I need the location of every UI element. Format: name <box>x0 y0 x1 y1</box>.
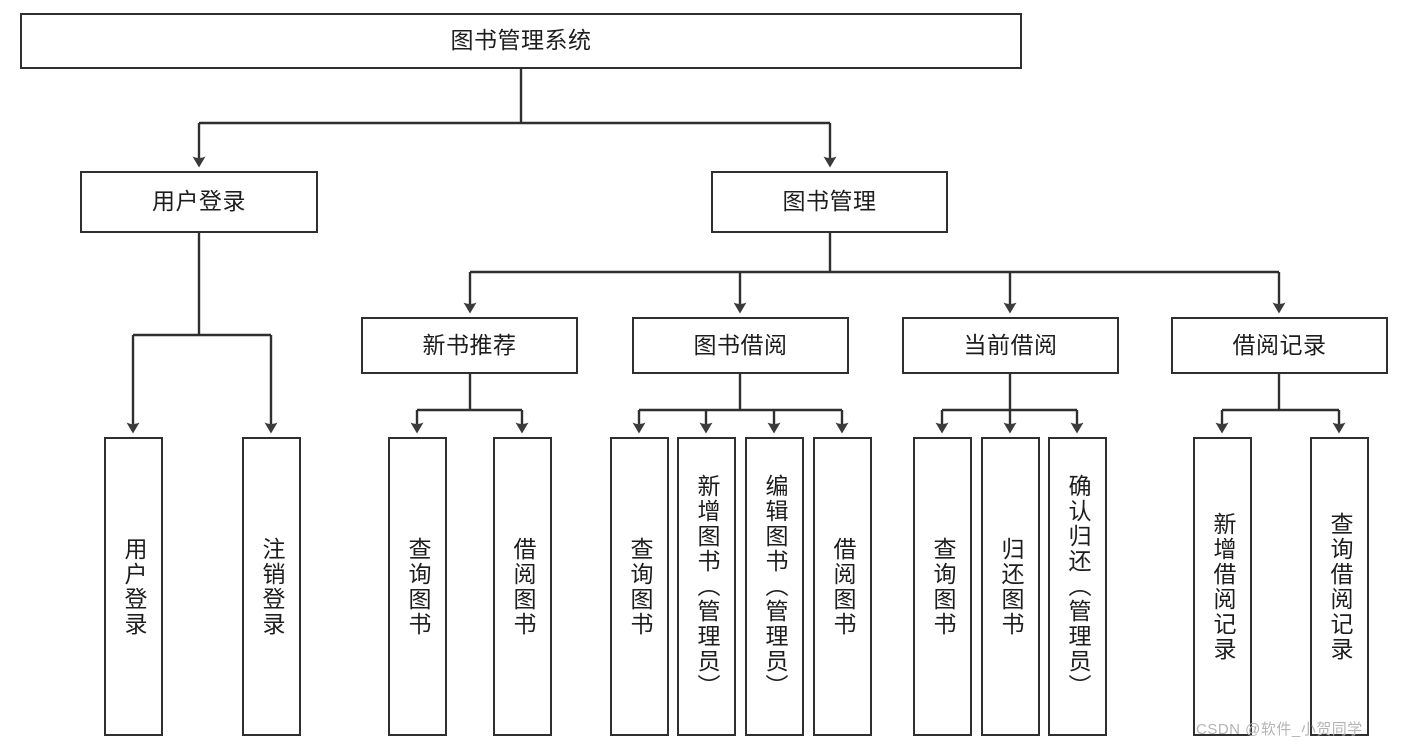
leaf-query-book-borrow[interactable]: 查询图书 <box>610 437 669 736</box>
node-current-borrow[interactable]: 当前借阅 <box>902 317 1119 374</box>
node-label: 新增图书（管理员） <box>694 474 720 699</box>
leaf-add-borrow-record[interactable]: 新增借阅记录 <box>1193 437 1252 736</box>
node-root-book-management-system[interactable]: 图书管理系统 <box>20 13 1022 69</box>
node-user-login[interactable]: 用户登录 <box>80 171 318 233</box>
node-label: 新增借阅记录 <box>1210 511 1236 662</box>
node-label: 查询图书 <box>930 536 956 637</box>
leaf-add-book-admin[interactable]: 新增图书（管理员） <box>677 437 736 736</box>
node-label: 图书借阅 <box>693 331 788 358</box>
node-label: 归还图书 <box>998 536 1024 637</box>
leaf-confirm-return-admin[interactable]: 确认归还（管理员） <box>1048 437 1107 736</box>
leaf-edit-book-admin[interactable]: 编辑图书（管理员） <box>745 437 804 736</box>
csdn-watermark: CSDN @软件_小贺同学 <box>1196 721 1363 738</box>
node-label: 借阅图书 <box>510 536 536 637</box>
leaf-query-book-current[interactable]: 查询图书 <box>913 437 972 736</box>
leaf-borrow-book-recommend[interactable]: 借阅图书 <box>493 437 552 736</box>
node-label: 图书管理系统 <box>450 27 592 54</box>
node-book-borrow[interactable]: 图书借阅 <box>632 317 849 374</box>
node-label: 查询图书 <box>627 536 653 637</box>
node-label: 查询借阅记录 <box>1327 511 1353 662</box>
node-new-book-recommend[interactable]: 新书推荐 <box>361 317 578 374</box>
leaf-logout-login[interactable]: 注销登录 <box>242 437 301 736</box>
node-label: 编辑图书（管理员） <box>762 474 788 699</box>
leaf-query-borrow-record[interactable]: 查询借阅记录 <box>1310 437 1369 736</box>
node-label: 借阅记录 <box>1232 331 1327 358</box>
node-label: 确认归还（管理员） <box>1065 474 1091 699</box>
node-label: 图书管理 <box>782 188 877 215</box>
node-borrow-record[interactable]: 借阅记录 <box>1171 317 1388 374</box>
leaf-query-book-recommend[interactable]: 查询图书 <box>388 437 447 736</box>
leaf-return-book[interactable]: 归还图书 <box>981 437 1040 736</box>
leaf-borrow-book[interactable]: 借阅图书 <box>813 437 872 736</box>
node-label: 当前借阅 <box>963 331 1058 358</box>
node-book-management[interactable]: 图书管理 <box>711 171 948 233</box>
node-label: 借阅图书 <box>830 536 856 637</box>
node-label: 新书推荐 <box>422 331 517 358</box>
node-label: 用户登录 <box>121 536 147 637</box>
leaf-user-login[interactable]: 用户登录 <box>104 437 163 736</box>
node-label: 注销登录 <box>259 536 285 637</box>
node-label: 用户登录 <box>152 188 246 215</box>
node-label: 查询图书 <box>405 536 431 637</box>
